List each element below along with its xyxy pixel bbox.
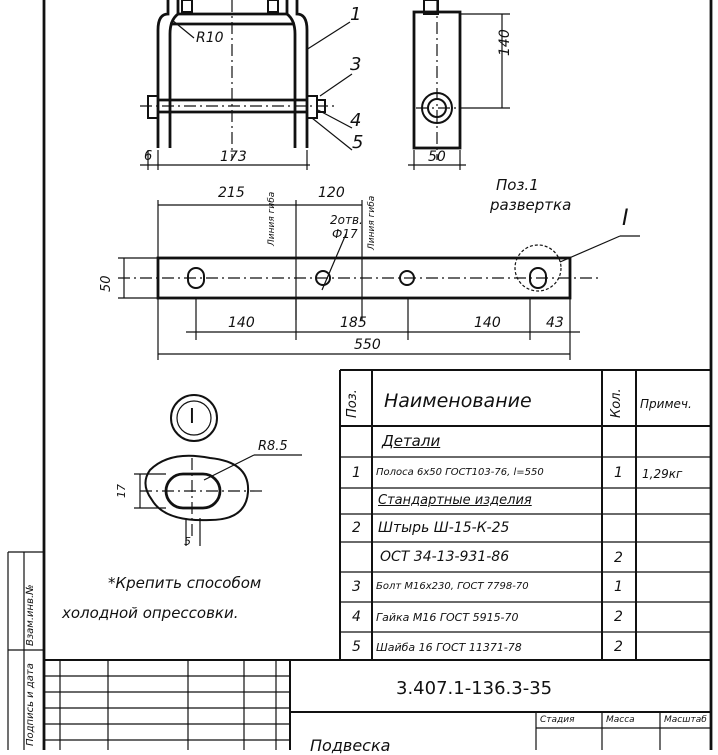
unfold-view	[118, 200, 640, 360]
bom-row-3-pos: 3	[352, 579, 361, 595]
bom-section-standard: Стандартные изделия	[378, 493, 532, 508]
sidebar-replacement-inv: Взам.инв.№	[25, 584, 36, 646]
bom-row-5-pos: 5	[352, 639, 361, 655]
dim-140-b: 140	[474, 315, 501, 331]
bom-header-note: Примеч.	[640, 397, 692, 411]
bom-row-4-qty: 2	[614, 609, 623, 625]
title-block-grid	[44, 660, 711, 750]
bom-row-5-qty: 2	[614, 639, 623, 655]
dim-120: 120	[318, 185, 345, 201]
dim-173: 173	[220, 149, 247, 165]
titleblock-name: Подвеска	[310, 736, 391, 755]
bom-row-1-qty: 1	[614, 465, 623, 481]
bom-row-3-qty: 1	[614, 579, 623, 595]
bom-row-1-note: 1,29кг	[642, 467, 683, 481]
view-label-I: I	[622, 206, 629, 231]
titleblock-mass: Масса	[606, 715, 635, 725]
unfold-subtitle: развертка	[490, 196, 572, 214]
note-line-2: холодной опрессовки.	[62, 604, 239, 622]
dim-17: 17	[115, 484, 128, 498]
titleblock-stage: Стадия	[540, 715, 575, 725]
bom-row-2-name: Штырь Ш-15-К-25	[378, 520, 510, 536]
sidebar-signature-date: Подпись и дата	[25, 663, 36, 746]
holes-count: 2отв.	[330, 213, 363, 227]
bom-row-2b-qty: 2	[614, 550, 623, 566]
holes-diameter: Ф17	[332, 227, 358, 241]
dim-50-side: 50	[99, 275, 114, 292]
bom-header-pos: Поз.	[345, 389, 360, 418]
bend-line-label-a: Линия гиба	[267, 191, 277, 246]
bend-line-label-b: Линия гиба	[367, 195, 377, 250]
dim-43: 43	[546, 315, 564, 331]
callout-3: 3	[350, 54, 362, 75]
titleblock-scale: Масштаб	[664, 715, 707, 725]
note-line-1: *Крепить способом	[108, 574, 262, 592]
bom-row-5-name: Шайба 16 ГОСТ 11371-78	[376, 641, 522, 654]
dim-5: 5	[184, 535, 191, 548]
dim-185: 185	[340, 315, 367, 331]
bom-table-grid	[44, 369, 711, 661]
bom-section-details: Детали	[382, 432, 441, 450]
dim-215: 215	[218, 185, 245, 201]
callout-5: 5	[352, 132, 364, 153]
bom-row-3-name: Болт М16x230, ГОСТ 7798-70	[376, 581, 529, 592]
callout-4: 4	[350, 110, 362, 131]
bom-row-1-pos: 1	[352, 465, 361, 481]
bom-row-4-name: Гайка М16 ГОСТ 5915-70	[376, 611, 519, 624]
dim-50-top: 50	[428, 149, 446, 165]
bom-row-2b-name: ОСТ 34-13-931-86	[380, 549, 510, 565]
side-view	[408, 0, 510, 170]
front-view	[140, 0, 353, 170]
dim-r8-5: R8.5	[258, 439, 288, 454]
bom-header-qty: Кол.	[609, 388, 624, 418]
dim-140-a: 140	[228, 315, 255, 331]
dim-6: 6	[144, 149, 153, 164]
bom-row-2-pos: 2	[352, 520, 361, 536]
callout-1: 1	[350, 4, 362, 25]
dim-140-vertical: 140	[497, 29, 513, 56]
bom-row-4-pos: 4	[352, 609, 361, 625]
dim-550: 550	[354, 337, 381, 353]
detail-label-I: I	[189, 404, 195, 428]
bom-header-name: Наименование	[384, 390, 532, 412]
document-code: 3.407.1-136.3-35	[396, 678, 553, 699]
unfold-title: Поз.1	[496, 176, 539, 194]
dim-r10: R10	[196, 30, 224, 46]
detail-view	[134, 394, 302, 546]
bom-row-1-name: Полоса 6x50 ГОСТ103-76, l=550	[376, 467, 544, 478]
